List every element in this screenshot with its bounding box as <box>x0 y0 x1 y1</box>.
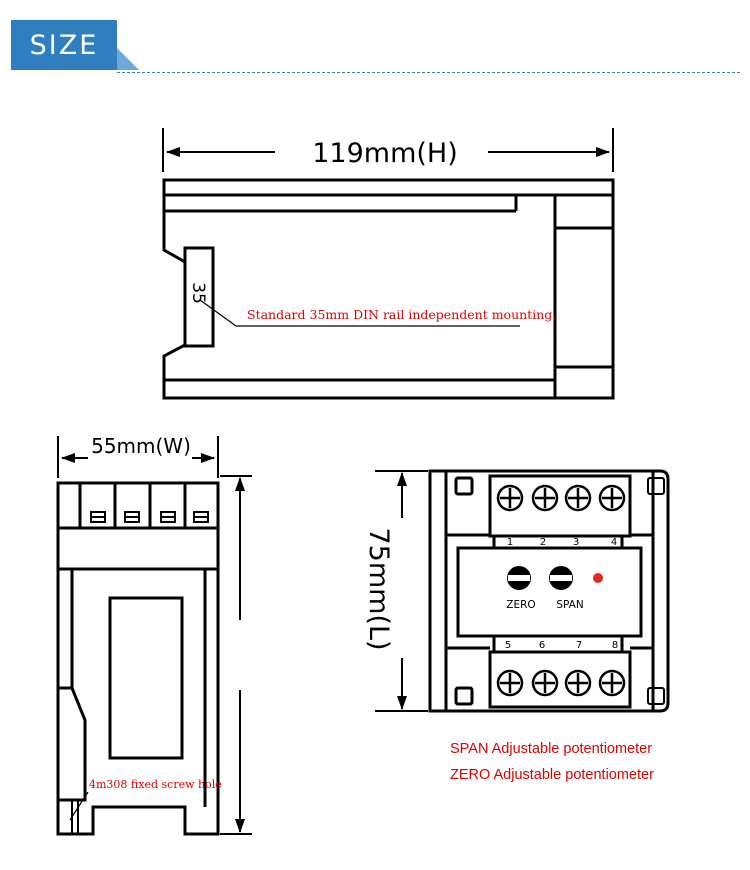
screw-hole-note: 4m308 fixed screw hole <box>89 778 222 791</box>
header-dashed-rule <box>117 72 740 73</box>
screw-hole-leader <box>69 791 89 821</box>
section-title-tab: SIZE <box>11 20 117 70</box>
zero-note: ZERO Adjustable potentiometer <box>450 767 654 783</box>
top-terminal-screws <box>496 484 626 512</box>
status-led-icon <box>593 573 603 583</box>
terminal-number: 5 <box>505 640 511 651</box>
terminal-number: 3 <box>573 537 579 548</box>
din-rail-note: Standard 35mm DIN rail independent mount… <box>247 307 556 322</box>
top-terminal-numbers: 1 2 3 4 <box>507 537 617 548</box>
din-rail-leader <box>199 299 237 327</box>
span-label: SPAN <box>556 599 583 611</box>
zero-potentiometer-icon <box>507 566 531 590</box>
side-view <box>162 128 615 400</box>
terminal-number: 7 <box>576 640 582 651</box>
span-potentiometer-icon <box>549 566 573 590</box>
section-title: SIZE <box>29 29 99 61</box>
front-panel-view <box>375 469 670 713</box>
width-view <box>56 436 252 836</box>
zero-label: ZERO <box>506 599 535 611</box>
span-note: SPAN Adjustable potentiometer <box>450 741 652 757</box>
terminal-number: 6 <box>539 640 545 651</box>
bottom-terminal-screws <box>496 669 626 697</box>
width-dimension-label: 55mm(W) <box>91 434 191 458</box>
terminal-number: 8 <box>612 640 618 651</box>
rail-width-label: 35 <box>188 282 208 304</box>
bottom-terminal-numbers: 5 6 7 8 <box>505 640 618 651</box>
terminal-number: 2 <box>540 537 546 548</box>
terminal-number: 4 <box>611 537 617 548</box>
width-view-screw-heads <box>90 511 209 523</box>
length-dimension-label: 75mm(L) <box>363 527 394 650</box>
height-dimension-label: 119mm(H) <box>312 138 458 169</box>
terminal-number: 1 <box>507 537 513 548</box>
title-tab-fold <box>117 48 139 70</box>
